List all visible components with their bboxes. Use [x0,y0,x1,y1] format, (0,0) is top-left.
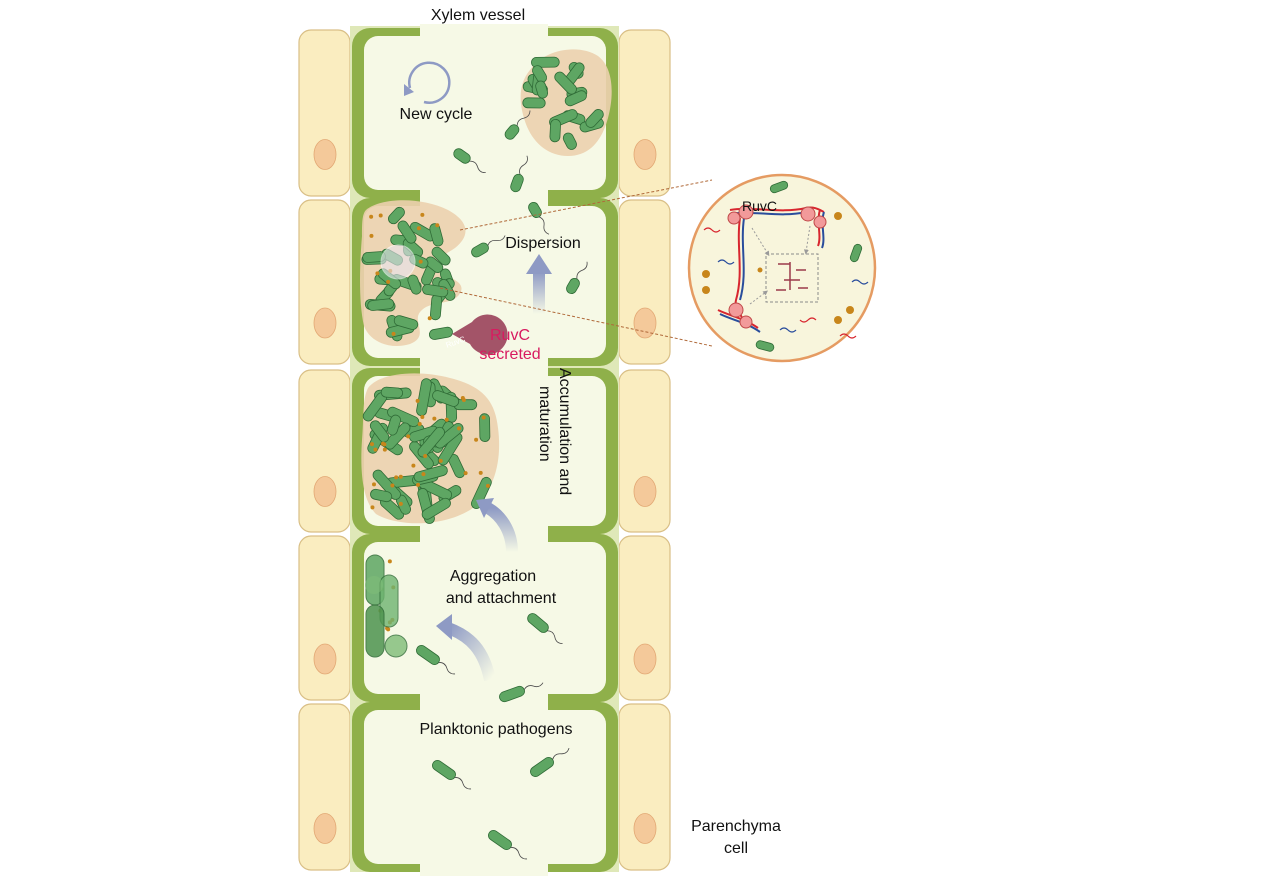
bacterium [434,422,464,449]
bacteria-layer [361,56,604,860]
bacterium [369,420,390,443]
ruvc-secreted-line1: RuvC [490,327,530,344]
bacterium [413,465,448,483]
bacterium [370,488,393,503]
arrow-dispersion [526,254,552,314]
bacterium [531,56,560,68]
dispersion-label: Dispersion [505,235,581,252]
bacterium [499,682,544,703]
bacterium [510,155,528,193]
arrow-accumulation [476,498,518,553]
nucleus [313,476,337,507]
parenchyma-cell [298,369,351,533]
parenchyma-cell [298,29,351,197]
zoom-ruvc-label: RuvC [742,198,777,214]
bacterium [425,256,444,273]
parenchyma-left-column [298,29,351,871]
bacterium [417,426,445,458]
bacterium [393,315,419,330]
arrow-aggregation [436,614,496,682]
bacterium [372,469,401,500]
bacterium [530,747,570,777]
parenchyma-cell [298,703,351,871]
nucleus [313,307,337,339]
bacterium [527,613,563,644]
bacterium [416,645,456,675]
bacterium [421,497,451,520]
parenchyma-cell [618,535,671,701]
nucleus [313,139,337,170]
bacterium [430,294,443,321]
bacterium [585,109,604,128]
bacterium [429,223,444,247]
attached-cluster [365,554,408,658]
bacterium [386,414,402,436]
nucleus [633,139,657,170]
bacterium [488,830,528,860]
bacterium [549,119,561,143]
bacterium [397,220,417,244]
zoom-lines [380,179,713,347]
bacterium [432,760,472,790]
bacterium [471,235,506,258]
bacterium [380,386,404,399]
parenchyma-cell [298,199,351,365]
parenchyma-cell [618,703,671,871]
vessel-segment [352,698,618,876]
xylem-vessel-label: Xylem vessel [431,7,525,24]
bacterium [479,413,491,442]
bacterium [528,202,550,235]
planktonic-label: Planktonic pathogens [420,721,573,738]
aggregation-line1: Aggregation [450,568,536,585]
bacterium [428,326,453,340]
accumulation-line1: Accumulation and [556,368,573,495]
parenchyma-cell [298,535,351,701]
nucleus [633,307,657,339]
bacterium [504,110,531,140]
bacterium [407,274,422,295]
bacterium [432,390,460,407]
parenchyma-cell [618,369,671,533]
bacterium [566,261,588,294]
bacterium [562,132,577,150]
accumulation-line2: maturation [536,386,553,462]
nucleus [633,813,657,844]
bacterium [564,90,587,107]
parenchyma-cell [618,29,671,197]
zoom-circle: RuvC [687,173,877,363]
bacterium [431,246,451,266]
nucleus [313,643,337,675]
nucleus [633,476,657,507]
nucleus [313,813,337,844]
parenchyma-line1: Parenchyma [691,818,781,835]
bacterium [535,80,549,99]
bacterium [453,148,486,174]
bacterium [532,65,548,83]
bacterium [416,378,432,417]
bacterium [422,284,449,298]
new-cycle-icon [404,61,451,104]
nucleus [633,643,657,675]
parenchyma-right-column [618,29,671,871]
bacterium [522,97,546,109]
bacterium [367,298,395,311]
new-cycle-label: New cycle [400,106,473,123]
parenchyma-line2: cell [724,840,748,857]
ruvc-secreted-line2: secreted [479,346,540,363]
aggregation-line2: and attachment [446,590,557,607]
parenchyma-cell [618,199,671,365]
bacterium [388,206,405,225]
